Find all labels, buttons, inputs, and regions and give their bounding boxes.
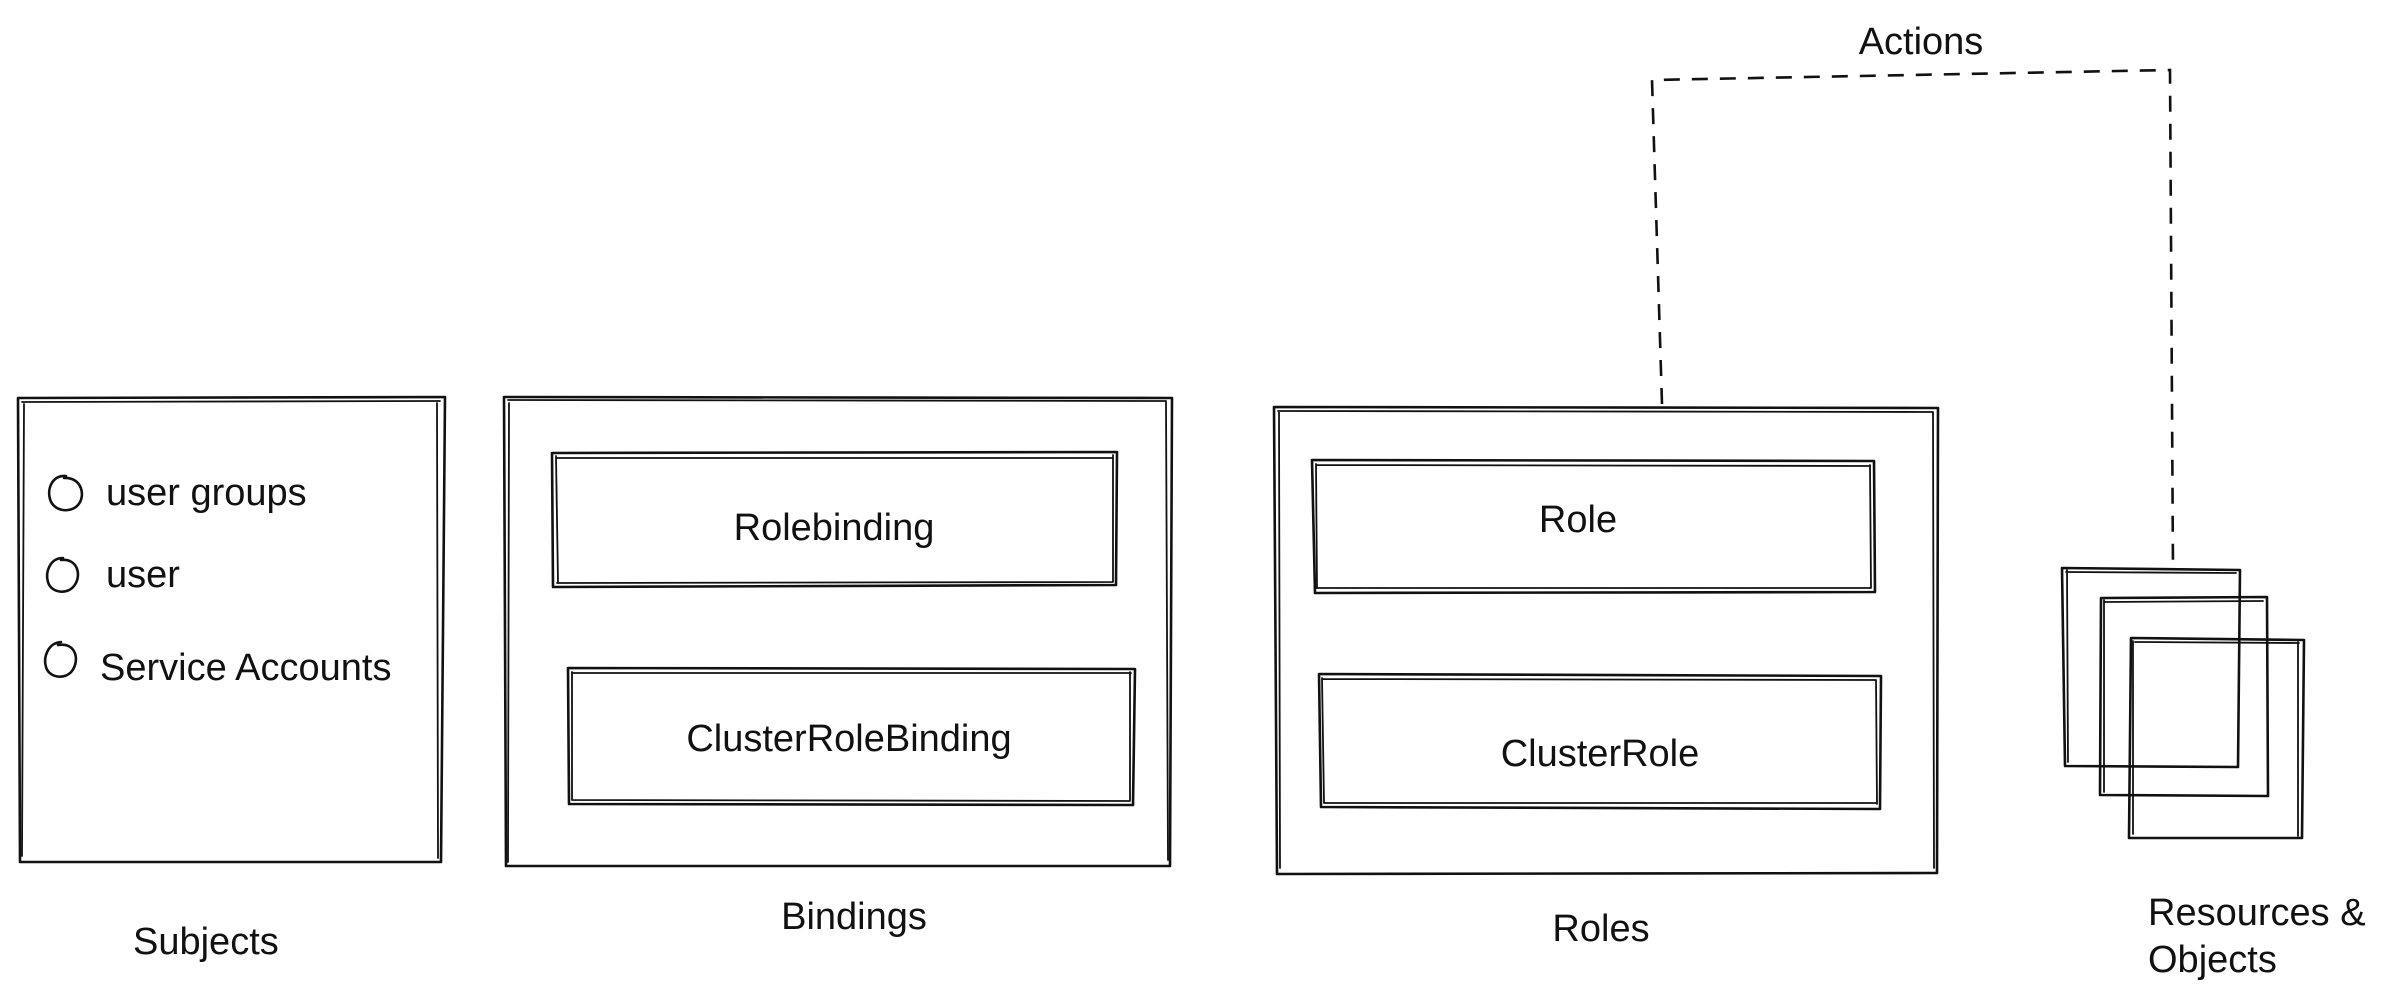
subject-item-user-groups: user groups xyxy=(47,472,307,514)
actions-label: Actions xyxy=(1859,21,1984,63)
actions-dashed-line xyxy=(1650,68,2175,572)
resources-caption-line2: Objects xyxy=(2148,939,2277,981)
resources-group: Resources & Objects xyxy=(2060,566,2366,981)
roles-caption: Roles xyxy=(1552,908,1649,950)
bullet-circle-icon xyxy=(43,640,78,678)
subject-label-user-groups: user groups xyxy=(106,472,307,514)
role-label: Role xyxy=(1539,499,1617,541)
bindings-box xyxy=(502,395,1174,868)
clusterrolebinding-box: ClusterRoleBinding xyxy=(566,666,1137,807)
bullet-circle-icon xyxy=(47,474,84,512)
roles-group: Role ClusterRole Roles xyxy=(1272,405,1940,950)
clusterrole-box: ClusterRole xyxy=(1317,672,1883,811)
rolebinding-box: Rolebinding xyxy=(550,450,1119,589)
clusterrole-label: ClusterRole xyxy=(1501,733,1700,775)
clusterrolebinding-label: ClusterRoleBinding xyxy=(686,718,1011,760)
resource-stack-icon xyxy=(2060,566,2306,840)
bullet-circle-icon xyxy=(45,556,80,593)
subject-item-user: user xyxy=(45,554,180,596)
subjects-box xyxy=(16,395,447,864)
subject-label-user: user xyxy=(106,554,180,596)
subject-item-service-accounts: Service Accounts xyxy=(43,640,391,689)
subject-label-service-accounts: Service Accounts xyxy=(100,647,391,689)
bindings-caption: Bindings xyxy=(781,896,927,938)
subjects-group: user groups user Service Accounts Subjec… xyxy=(16,395,447,963)
roles-box xyxy=(1272,405,1940,876)
bindings-group: Rolebinding ClusterRoleBinding Bindings xyxy=(502,395,1174,938)
actions-connector: Actions xyxy=(1650,21,2175,572)
rolebinding-label: Rolebinding xyxy=(734,507,935,549)
role-box: Role xyxy=(1310,458,1877,595)
resources-caption-line1: Resources & xyxy=(2148,892,2366,934)
subjects-caption: Subjects xyxy=(133,921,279,963)
